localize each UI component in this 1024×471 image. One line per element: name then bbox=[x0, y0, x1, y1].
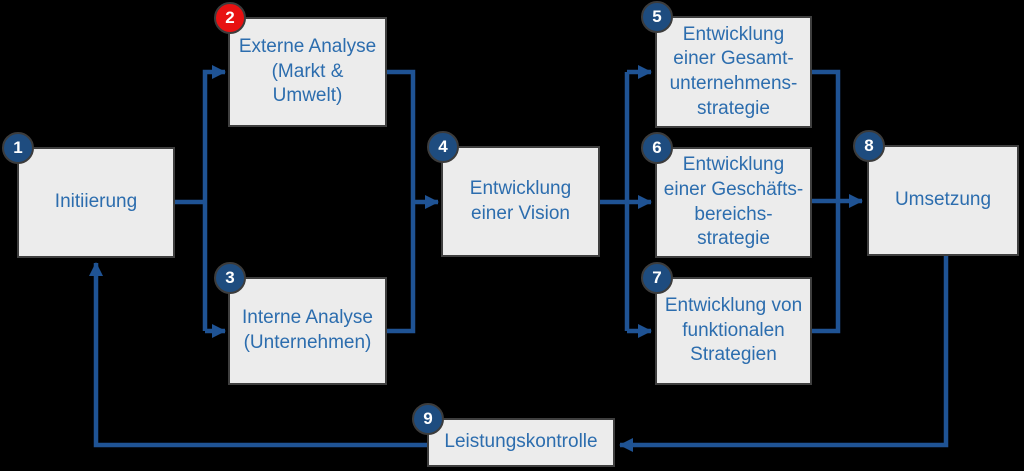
flow-box-label: Leistungskontrolle bbox=[444, 431, 598, 453]
flow-box-externe-analyse: Externe Analyse (Markt & Umwelt) bbox=[228, 17, 387, 127]
step-badge-6: 6 bbox=[641, 132, 673, 164]
connector-strategies-to-umsetzung bbox=[812, 69, 863, 334]
flow-box-umsetzung: Umsetzung bbox=[867, 145, 1019, 256]
step-badge-7: 7 bbox=[641, 262, 673, 294]
flow-box-label: Umsetzung bbox=[894, 189, 992, 211]
flow-box-gesamtunternehmensstrategie: Entwicklung einer Gesamt- unternehmens- … bbox=[655, 16, 812, 128]
flow-box-leistungskontrolle: Leistungskontrolle bbox=[427, 418, 615, 467]
flow-box-funktionale-strategien: Entwicklung von funktionalen Strategien bbox=[655, 277, 812, 385]
flow-box-geschaeftsbereichsstrategie: Entwicklung einer Geschäfts- bereichs- s… bbox=[655, 147, 812, 258]
step-badge-2-highlighted: 2 bbox=[214, 2, 246, 34]
step-badge-9: 9 bbox=[412, 403, 444, 435]
connector-vision-to-strategies bbox=[600, 65, 652, 338]
flow-box-label: Entwicklung einer Vision bbox=[469, 177, 572, 224]
connector-analyses-to-vision bbox=[387, 69, 439, 334]
flow-box-label: Entwicklung einer Geschäfts- bereichs- s… bbox=[663, 154, 804, 250]
flow-box-initiierung: Initiierung bbox=[17, 147, 175, 258]
connector-init-to-analyses bbox=[175, 65, 226, 338]
flow-box-label: Interne Analyse (Unternehmen) bbox=[242, 307, 373, 353]
step-badge-8: 8 bbox=[853, 130, 885, 162]
step-badge-5: 5 bbox=[641, 1, 673, 33]
step-badge-4: 4 bbox=[427, 131, 459, 163]
connector-umsetzung-to-kontrolle bbox=[619, 256, 949, 452]
connector-kontrolle-to-init bbox=[89, 262, 427, 448]
step-badge-3: 3 bbox=[214, 262, 246, 294]
flow-box-vision: Entwicklung einer Vision bbox=[441, 146, 600, 257]
step-badge-1: 1 bbox=[2, 132, 34, 164]
flow-box-label: Externe Analyse (Markt & Umwelt) bbox=[238, 35, 377, 107]
flow-box-label: Entwicklung von funktionalen Strategien bbox=[664, 294, 803, 366]
flow-box-interne-analyse: Interne Analyse (Unternehmen) bbox=[228, 277, 387, 385]
flow-box-label: Entwicklung einer Gesamt- unternehmens- … bbox=[669, 23, 798, 119]
flow-box-label: Initiierung bbox=[54, 191, 138, 213]
